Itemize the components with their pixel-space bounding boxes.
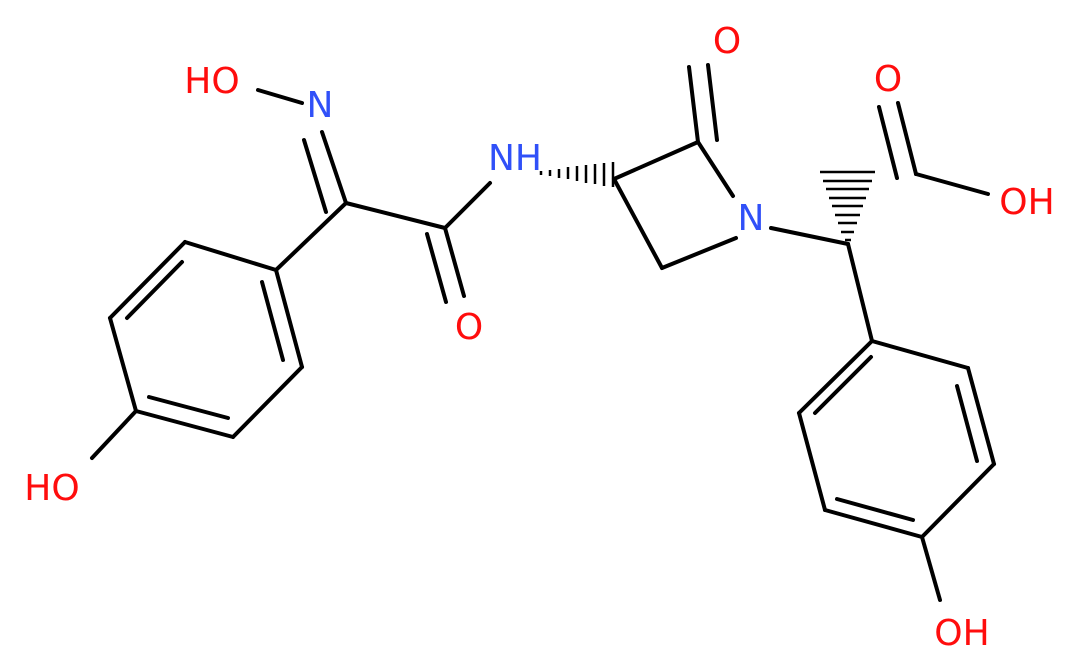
atom-label-lactam-oxygen: O [713, 21, 741, 62]
bond [914, 172, 990, 196]
bond [90, 409, 138, 460]
atom-label-amide-oxygen: O [455, 307, 483, 348]
double-bond-co [706, 63, 719, 142]
double-bond-co [425, 232, 448, 304]
atom-label-ring-nitrogen: N [738, 198, 765, 239]
aromatic-inner-bond [125, 260, 184, 320]
double-bond-cn [320, 130, 348, 205]
atom-label-oxime-hydroxyl: HO [184, 61, 239, 102]
bond [920, 535, 942, 602]
bond [966, 366, 996, 466]
atom-label-left-phenol-hydroxyl: HO [24, 468, 79, 509]
hashed-wedge-bond [820, 170, 875, 242]
bond [823, 508, 924, 539]
hashed-wedge-bond [539, 162, 615, 187]
bond [870, 339, 970, 370]
right-phenol-ring [797, 339, 996, 539]
atom-label-amide-nh: NH [488, 138, 542, 179]
atom-label-acid-carbonyl-oxygen: O [874, 59, 902, 100]
aromatic-inner-bond [955, 384, 979, 463]
atom-label-oxime-nitrogen: N [307, 85, 334, 126]
bond [846, 242, 874, 343]
double-bond-co [687, 65, 700, 144]
bond [612, 177, 664, 270]
bond [183, 240, 278, 272]
bond [108, 240, 187, 320]
bond [274, 201, 348, 272]
atom-label-acid-hydroxyl: OH [999, 182, 1054, 223]
bond [274, 268, 304, 369]
aromatic-inner-bond [147, 395, 230, 420]
bond [256, 88, 304, 105]
atom-label-right-phenol-hydroxyl: OH [934, 613, 989, 654]
bond [769, 226, 850, 246]
bond [443, 181, 492, 230]
aromatic-inner-bond [835, 497, 915, 522]
bond [108, 316, 138, 413]
left-phenol-ring [108, 240, 304, 439]
bond [231, 365, 304, 439]
bond [920, 462, 996, 539]
bond [134, 409, 235, 439]
bond [696, 140, 735, 198]
double-bond-cn [302, 138, 328, 214]
aromatic-inner-bond [260, 280, 285, 362]
bond [660, 236, 738, 270]
bond [797, 411, 827, 512]
double-bond-co [877, 105, 899, 180]
double-bond-co [896, 101, 918, 176]
double-bond-co [443, 226, 466, 298]
bond [797, 339, 874, 415]
bond [612, 140, 700, 181]
bond [344, 201, 447, 230]
aromatic-inner-bond [813, 355, 873, 415]
